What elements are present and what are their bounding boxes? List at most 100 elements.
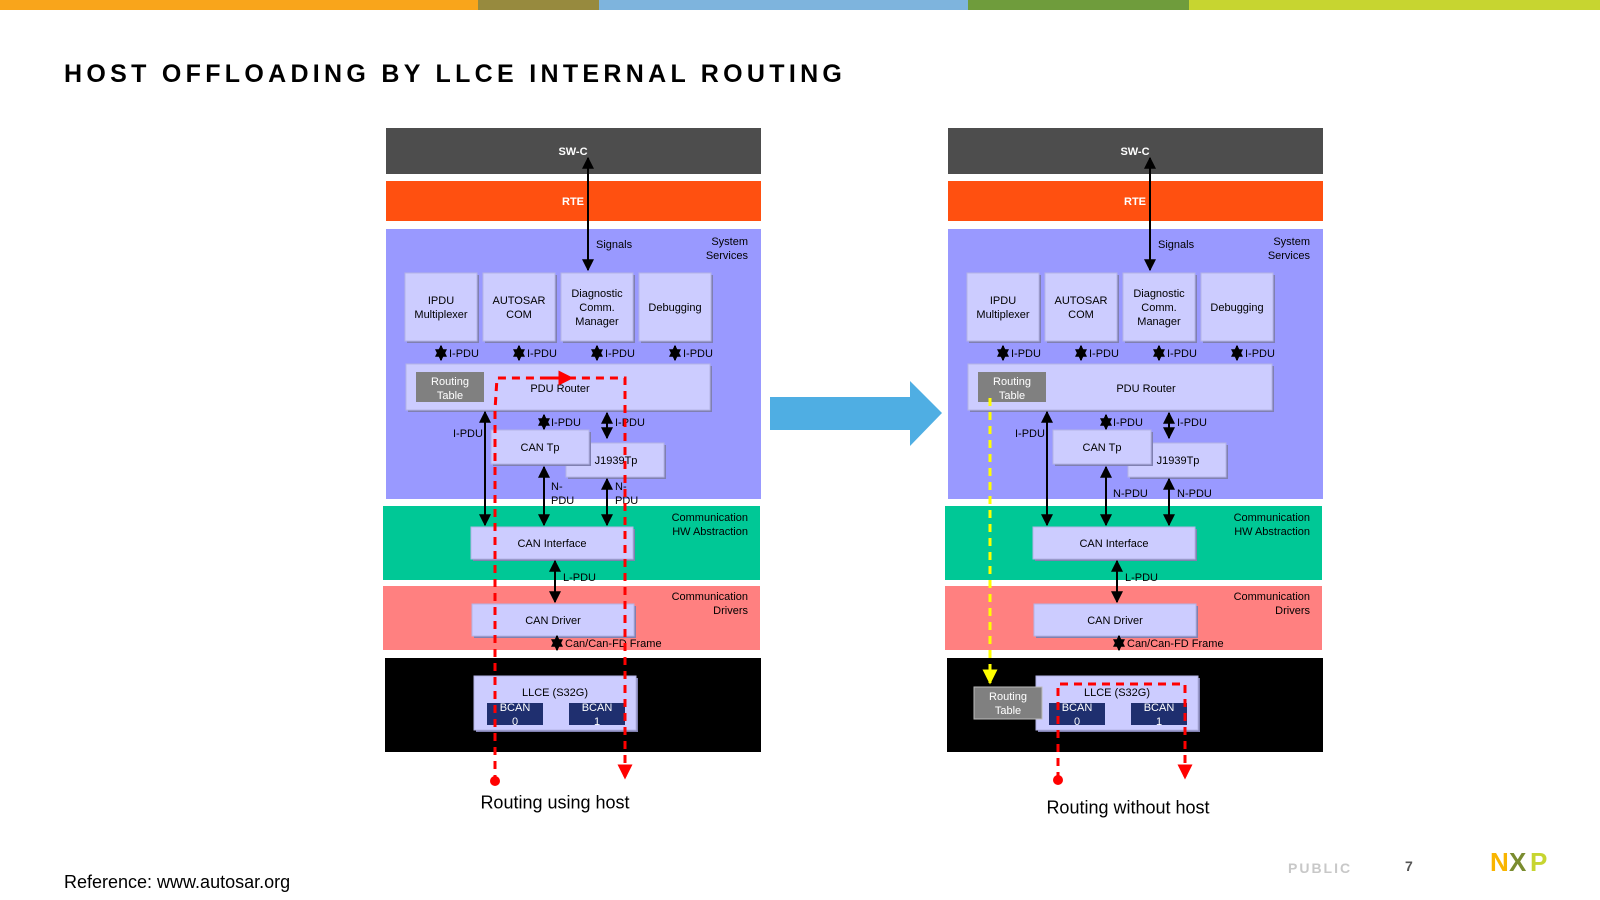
diagram-1-bcan0-box <box>487 703 543 725</box>
diagram-2-j1939tp-label: J1939Tp <box>1157 455 1200 467</box>
diagram-2-router-j1939-label: I-PDU <box>1177 417 1207 429</box>
diagram-2-bcan1-box <box>1131 703 1187 725</box>
diagram-1-rte-layer <box>386 181 761 221</box>
diagram-1-can-interface-box <box>470 526 634 560</box>
diagram-1-npdu-label-a: N-PDU <box>551 481 574 507</box>
diagram-2-rte-layer <box>948 181 1323 221</box>
diagram-2-can-driver-box <box>1033 603 1197 637</box>
diagram-1-ipdu-label-3: I-PDU <box>605 348 635 360</box>
classification-label: PUBLIC <box>1288 860 1353 876</box>
diagram-1-j1939tp-label: J1939Tp <box>595 455 638 467</box>
diagram-2-module-box-3 <box>1122 272 1196 342</box>
diagram-2-router-cantp-label: I-PDU <box>1113 417 1143 429</box>
diagram-1-routing-table-box <box>416 372 484 402</box>
diagram-1-frame-label: Can/Can-FD Frame <box>565 638 662 650</box>
diagram-1-can-interface-label: CAN Interface <box>517 538 586 550</box>
diagram-2-can-interface-label: CAN Interface <box>1079 538 1148 550</box>
transition-arrow <box>770 381 942 446</box>
diagram-1-swc-label: SW-C <box>558 146 587 158</box>
diagram-1-swc-layer <box>386 128 761 174</box>
diagram-1-can-tp-box <box>490 429 590 465</box>
top-color-bar <box>0 0 1600 10</box>
diagram-2-swc-layer <box>948 128 1323 174</box>
top-bar-segment-5 <box>1189 0 1600 10</box>
diagram-2-caption: Routing without host <box>1046 797 1209 817</box>
diagram-2-npdu-label-b: N-PDU <box>1177 488 1212 500</box>
diagram-2-frame-label: Can/Can-FD Frame <box>1127 638 1224 650</box>
diagram-2-bcan0-box <box>1049 703 1105 725</box>
diagram-2-ipdu-label-2: I-PDU <box>1089 348 1119 360</box>
diagram-2-module-box-2 <box>1044 272 1118 342</box>
diagram-1-pdu-router-label: PDU Router <box>530 383 590 395</box>
diagram-1-module-box-4 <box>638 272 712 342</box>
diagram-1-router-caninterface-label: I-PDU <box>453 428 483 440</box>
diagram-1-router-j1939-label: I-PDU <box>615 417 645 429</box>
page-number: 7 <box>1405 858 1413 874</box>
diagram-2-router-caninterface-label: I-PDU <box>1015 428 1045 440</box>
diagram-1-caption: Routing using host <box>480 792 629 812</box>
diagram-1-lpdu-label: L-PDU <box>563 572 596 584</box>
diagram-1-route-start-dot <box>490 776 500 786</box>
diagram-2-can-tp-box <box>1052 429 1152 465</box>
diagram-1-bcan1-box <box>569 703 625 725</box>
diagram-1-module-label-4: Debugging <box>648 302 701 314</box>
diagram-2-pdu-router-label: PDU Router <box>1116 383 1176 395</box>
page-title: HOST OFFLOADING BY LLCE INTERNAL ROUTING <box>64 60 847 88</box>
diagram-1-signals-label: Signals <box>596 239 633 251</box>
diagram-1-can-tp-label: CAN Tp <box>521 442 560 454</box>
diagram-2-ipdu-label-1: I-PDU <box>1011 348 1041 360</box>
nxp-logo: N X P <box>1490 848 1547 874</box>
diagram-1-npdu-label-b: N-PDU <box>615 481 638 507</box>
diagram-2-module-label-4: Debugging <box>1210 302 1263 314</box>
diagram-1-ipdu-label-4: I-PDU <box>683 348 713 360</box>
diagram-1-can-driver-box <box>471 603 635 637</box>
diagram-1-ipdu-label-1: I-PDU <box>449 348 479 360</box>
diagram-1-can-driver-label: CAN Driver <box>525 615 581 627</box>
diagram-1-module-box-2 <box>482 272 556 342</box>
diagram-2-rte-label: RTE <box>1124 196 1146 208</box>
diagram-1-module-box-3 <box>560 272 634 342</box>
diagram-2-llce-route <box>1056 682 1193 780</box>
diagram-2-routing-table-box <box>978 372 1046 402</box>
logo-letter-x: X <box>1509 848 1527 874</box>
diagram-2-llce-routing-table-box <box>973 686 1043 720</box>
diagram-2-module-box-1 <box>966 272 1040 342</box>
diagram-2-swc-label: SW-C <box>1120 146 1149 158</box>
diagram-2-can-tp-label: CAN Tp <box>1083 442 1122 454</box>
diagram-2-route-start-dot <box>1053 775 1063 785</box>
diagram-2-ipdu-label-3: I-PDU <box>1167 348 1197 360</box>
diagram-2-can-interface-box <box>1032 526 1196 560</box>
top-bar-segment-4 <box>968 0 1189 10</box>
diagram-1-router-cantp-label: I-PDU <box>551 417 581 429</box>
diagram-2-module-box-4 <box>1200 272 1274 342</box>
reference-note: Reference: www.autosar.org <box>64 872 291 892</box>
diagram-1-ipdu-label-2: I-PDU <box>527 348 557 360</box>
top-bar-segment-1 <box>0 0 478 10</box>
logo-letter-p: P <box>1530 848 1547 874</box>
diagram-1-llce-label: LLCE (S32G) <box>522 687 588 699</box>
diagram-1-rte-label: RTE <box>562 196 584 208</box>
diagram-2-can-driver-label: CAN Driver <box>1087 615 1143 627</box>
top-bar-segment-3 <box>599 0 968 10</box>
diagram-2-signals-label: Signals <box>1158 239 1195 251</box>
